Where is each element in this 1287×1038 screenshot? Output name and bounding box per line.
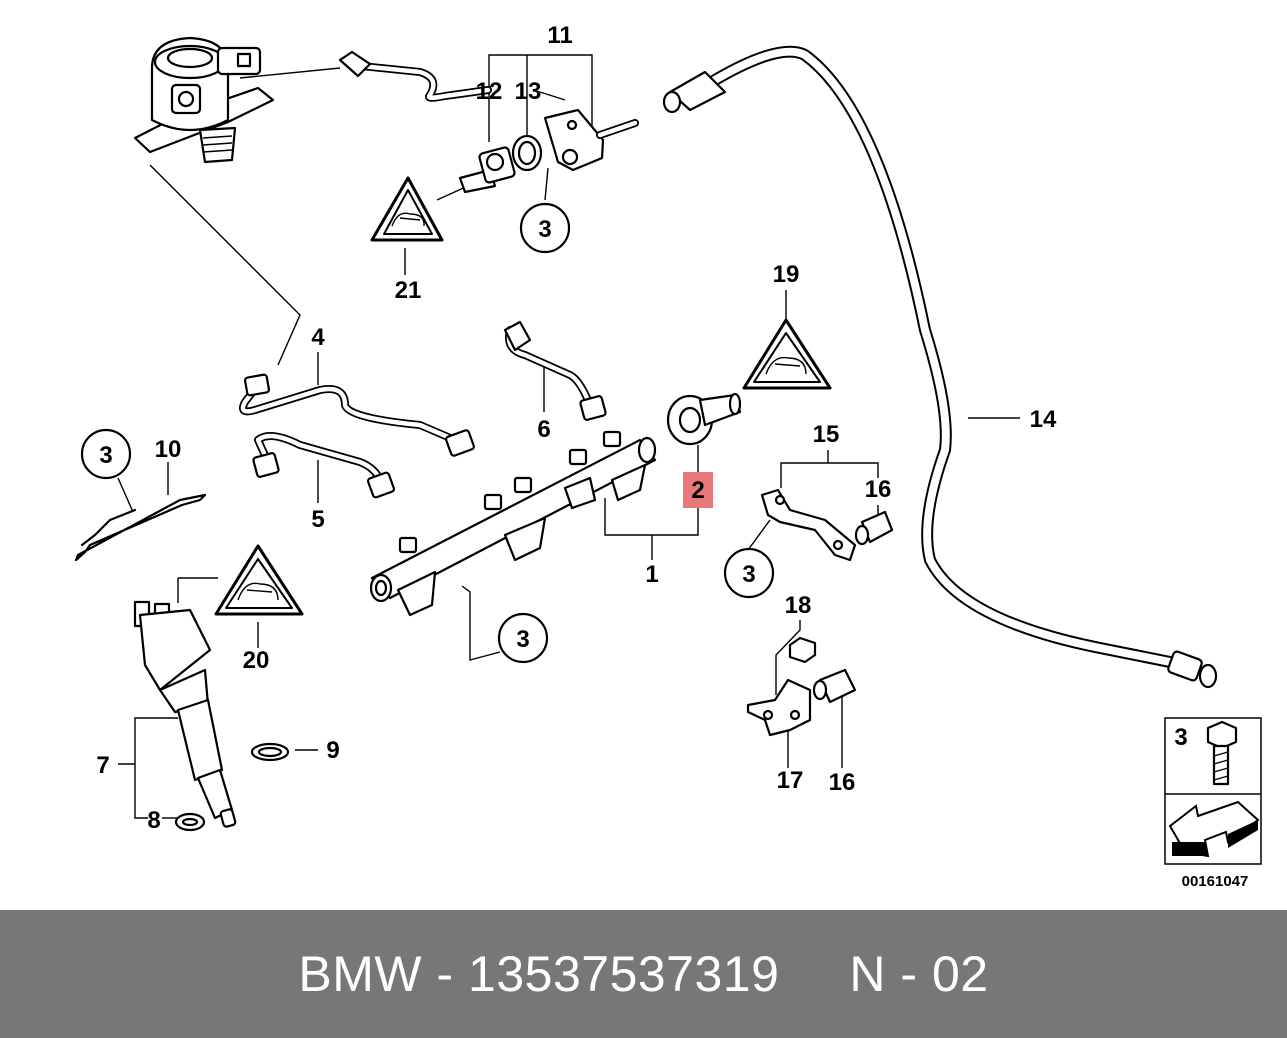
callout-21: 21 bbox=[395, 277, 422, 304]
callout-16-lower: 16 bbox=[829, 769, 856, 796]
svg-text:3: 3 bbox=[538, 216, 551, 243]
callout-labels: 1 2 4 5 6 7 8 9 10 11 12 13 14 15 16 16 … bbox=[96, 22, 1057, 834]
ref-circle-right: 3 bbox=[723, 547, 775, 599]
callout-14: 14 bbox=[1030, 406, 1057, 433]
sensor-bracket bbox=[543, 108, 639, 172]
bolt-icon bbox=[1206, 720, 1238, 786]
leader-lines bbox=[117, 54, 1020, 819]
warning-triangle-21 bbox=[370, 176, 444, 242]
footer-part-number: BMW - 13537537319 bbox=[298, 946, 780, 1002]
pump-outlet-pipe bbox=[338, 50, 492, 102]
callout-1: 1 bbox=[645, 561, 658, 588]
high-pressure-pump bbox=[133, 36, 275, 164]
callout-10: 10 bbox=[155, 436, 182, 463]
legend-box: 3 00161047 bbox=[1164, 717, 1262, 890]
ref-circle-top: 3 bbox=[519, 202, 571, 254]
drawing-id: 00161047 bbox=[1182, 873, 1249, 890]
callout-11: 11 bbox=[547, 22, 572, 49]
callout-17: 17 bbox=[777, 767, 804, 794]
shield-plate bbox=[74, 493, 207, 562]
highlight-box bbox=[683, 472, 713, 508]
bracket-17 bbox=[746, 678, 812, 737]
callout-6: 6 bbox=[537, 416, 550, 443]
sealing-ring bbox=[511, 134, 543, 172]
injector bbox=[133, 600, 237, 828]
callout-4: 4 bbox=[311, 324, 325, 351]
svg-text:3: 3 bbox=[742, 561, 755, 588]
bracket-15 bbox=[760, 488, 857, 562]
callout-16-upper: 16 bbox=[865, 476, 892, 503]
footer-bar: BMW - 13537537319 N - 02 bbox=[0, 910, 1287, 1038]
callout-15: 15 bbox=[813, 421, 840, 448]
fuel-rail bbox=[369, 430, 657, 617]
svg-text:3: 3 bbox=[516, 626, 529, 653]
callout-18: 18 bbox=[785, 592, 812, 619]
injection-pipe-4 bbox=[239, 373, 475, 457]
rail-plug bbox=[666, 392, 742, 446]
warning-triangle-19 bbox=[742, 318, 832, 390]
ref-circle-rail: 3 bbox=[497, 612, 549, 664]
arrow-icon bbox=[1168, 800, 1260, 858]
legend-ref: 3 bbox=[1174, 724, 1187, 751]
fuel-hose bbox=[662, 45, 1218, 689]
callout-8: 8 bbox=[147, 807, 160, 834]
footer-suffix: N - 02 bbox=[849, 946, 989, 1002]
clip-16-lower bbox=[812, 668, 857, 704]
callout-9: 9 bbox=[326, 737, 339, 764]
ref-circle-left: 3 bbox=[80, 428, 132, 480]
callout-12: 12 bbox=[476, 78, 503, 105]
o-ring bbox=[250, 742, 290, 762]
callout-20: 20 bbox=[243, 647, 270, 674]
callout-13: 13 bbox=[515, 78, 542, 105]
pressure-sensor bbox=[458, 146, 516, 194]
bolt-18 bbox=[788, 636, 817, 664]
callout-19: 19 bbox=[773, 261, 800, 288]
callout-2: 2 bbox=[691, 477, 704, 504]
injection-pipe-5 bbox=[252, 432, 396, 499]
svg-text:3: 3 bbox=[99, 442, 112, 469]
clip-16-upper bbox=[854, 510, 894, 546]
injection-pipe-6 bbox=[503, 320, 607, 421]
callout-5: 5 bbox=[311, 506, 324, 533]
parts-diagram: 3 3 3 3 1 2 4 5 6 7 8 9 10 11 12 13 14 1… bbox=[74, 22, 1262, 890]
injector-seal bbox=[174, 812, 206, 832]
warning-triangle-20 bbox=[214, 544, 304, 616]
callout-7: 7 bbox=[96, 752, 109, 779]
